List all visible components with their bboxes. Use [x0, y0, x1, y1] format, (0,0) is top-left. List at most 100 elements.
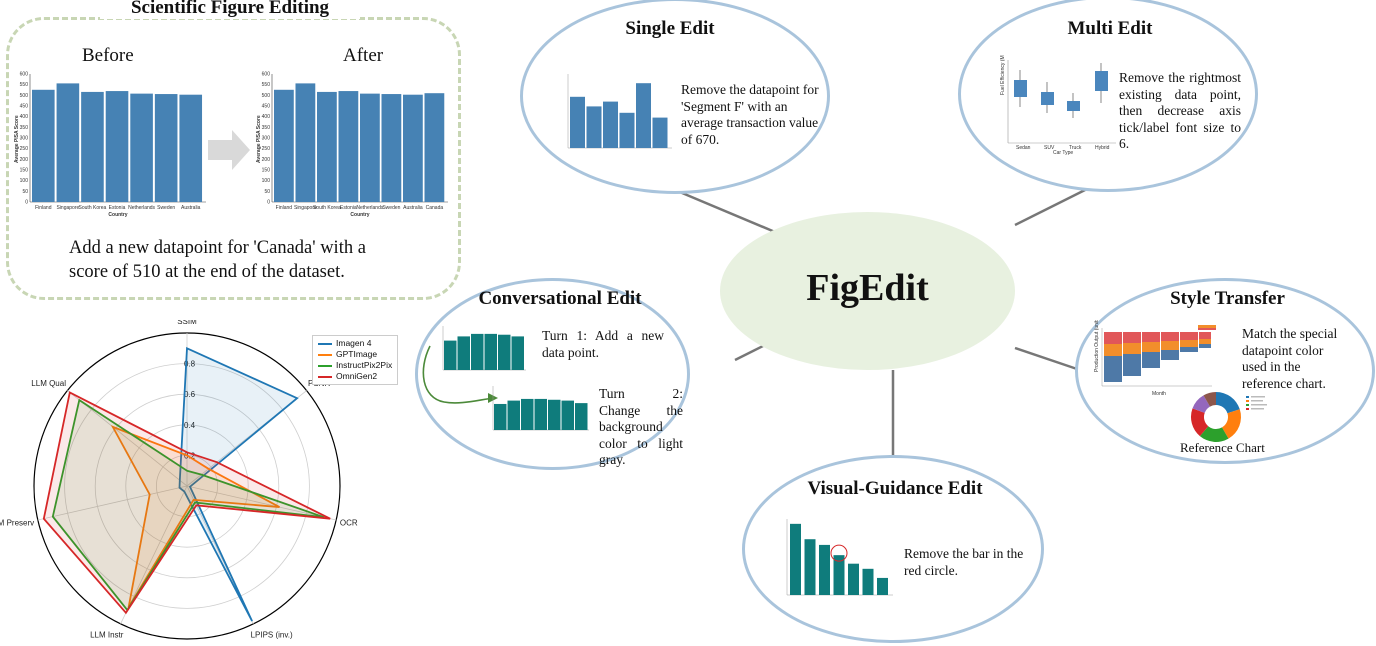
- after-bar: [338, 91, 359, 202]
- radar-series-instructpix2pix: [51, 398, 325, 612]
- conv2-bar: [561, 400, 574, 430]
- visual-guidance-chart: [786, 519, 893, 596]
- before-ytick: 100: [20, 178, 29, 184]
- after-xtick: Finland: [276, 205, 293, 211]
- before-ytick: 600: [20, 72, 29, 78]
- style-transfer-title: Style Transfer: [1170, 288, 1285, 309]
- radar-axis-label: LLM Preserv: [0, 519, 34, 528]
- radar-legend-item: InstructPix2Pix: [318, 360, 392, 371]
- single-edit-chart: [567, 74, 672, 149]
- single-edit-title: Single Edit: [625, 18, 715, 39]
- after-ytick: 50: [264, 189, 270, 195]
- legend-label: InstructPix2Pix: [336, 360, 393, 370]
- visual-bar: [862, 568, 874, 595]
- conversational-chart-1: [442, 326, 526, 371]
- after-bar: [424, 93, 445, 202]
- visual-guidance-title: Visual-Guidance Edit: [807, 478, 983, 499]
- radar-axis-label: SSIM: [177, 320, 197, 326]
- conv1-bar: [457, 336, 470, 370]
- conv2-bar: [548, 399, 561, 430]
- before-bar: [130, 93, 153, 202]
- before-xtick: Finland: [35, 205, 52, 211]
- conversational-node: [415, 278, 690, 470]
- conversational-turn2: Turn 2: Change the background color to l…: [599, 386, 683, 467]
- radar-spoke: [37, 485, 188, 521]
- legend-label: GPTImage: [336, 349, 378, 359]
- multi-edit-title: Multi Edit: [1067, 18, 1153, 39]
- visual-bar: [819, 544, 830, 595]
- after-xtick: Australia: [403, 205, 423, 211]
- after-ytick: 450: [262, 104, 271, 110]
- style-transfer-chart: Production Output (units) Month: [1094, 320, 1216, 397]
- conv1-bar: [484, 333, 497, 370]
- conversational-title: Conversational Edit: [478, 288, 642, 309]
- center-label: FigEdit: [806, 267, 929, 309]
- radar-tick-label: 0.6: [184, 390, 196, 399]
- before-ylabel: Average PISA Score: [14, 115, 20, 163]
- reference-chart-label: Reference Chart: [1180, 440, 1265, 455]
- legend-swatch: [318, 342, 332, 345]
- after-bar: [381, 94, 402, 202]
- radar-tick-label: 0.4: [184, 421, 196, 430]
- single-edit-bar: [652, 117, 668, 148]
- svg-text:Car Type: Car Type: [1053, 150, 1073, 155]
- after-bar: [274, 89, 294, 202]
- radar-legend-item: Imagen 4: [318, 338, 392, 349]
- before-ytick: 350: [20, 125, 29, 131]
- visual-bar: [804, 539, 816, 595]
- after-ytick: 350: [262, 125, 271, 131]
- legend-swatch: [318, 353, 332, 356]
- reference-chart: [1190, 392, 1267, 442]
- after-bar: [403, 94, 423, 202]
- single-edit-bar: [570, 96, 585, 148]
- before-xtick: Netherlands: [128, 205, 155, 211]
- conv2-bar: [507, 400, 520, 430]
- before-ytick: 200: [20, 157, 29, 163]
- before-ytick: 400: [20, 114, 29, 120]
- svg-text:SUV: SUV: [1044, 145, 1055, 151]
- after-ylabel: Average PISA Score: [256, 115, 262, 163]
- before-bar: [179, 94, 203, 202]
- before-bar: [154, 94, 178, 202]
- before-ytick: 150: [20, 168, 29, 174]
- before-bar: [32, 89, 55, 202]
- after-ytick: 250: [262, 146, 271, 152]
- radar-legend-item: OmniGen2: [318, 371, 392, 382]
- after-xtick: Canada: [426, 205, 444, 211]
- before-bar: [81, 91, 104, 202]
- conv1-bar: [498, 334, 511, 370]
- svg-text:Month: Month: [1152, 391, 1166, 397]
- after-ytick: 500: [262, 93, 271, 99]
- conv2-bar: [521, 398, 534, 430]
- svg-text:Hybrid: Hybrid: [1095, 145, 1110, 151]
- radar-axis-label: LLM Instr: [90, 631, 124, 640]
- after-label: After: [343, 45, 384, 66]
- after-ytick: 600: [262, 72, 271, 78]
- after-xtick: South Korea: [313, 205, 341, 211]
- before-label: Before: [82, 45, 134, 66]
- before-ytick: 500: [20, 93, 29, 99]
- after-xtick: Estonia: [340, 205, 357, 211]
- radar-axis-label: LLM Qual: [31, 379, 66, 388]
- after-xlabel: Country: [350, 212, 369, 218]
- arrow-right-icon: [208, 130, 250, 170]
- after-ytick: 550: [262, 82, 271, 88]
- radar-chart: SSIMPSNROCRLPIPS (inv.)LLM InstrLLM Pres…: [0, 320, 358, 640]
- after-xtick: Netherlands: [356, 205, 383, 211]
- before-xtick: Australia: [181, 205, 201, 211]
- before-xlabel: Country: [108, 212, 127, 218]
- conv1-bar: [471, 333, 484, 370]
- before-bar: [105, 91, 129, 202]
- radar-axis-label: OCR: [340, 519, 358, 528]
- single-edit-bar: [586, 106, 602, 148]
- svg-text:Sedan: Sedan: [1016, 145, 1031, 151]
- before-ytick: 250: [20, 146, 29, 152]
- after-ytick: 200: [262, 157, 271, 163]
- radar-spoke: [67, 390, 188, 487]
- radar-tick-label: 0.8: [184, 360, 196, 369]
- scientific-instruction-line2: score of 510 at the end of the dataset.: [69, 262, 345, 282]
- after-ytick: 150: [262, 168, 271, 174]
- scientific-instruction-line1: Add a new datapoint for 'Canada' with a: [69, 238, 366, 258]
- before-ytick: 0: [25, 200, 28, 206]
